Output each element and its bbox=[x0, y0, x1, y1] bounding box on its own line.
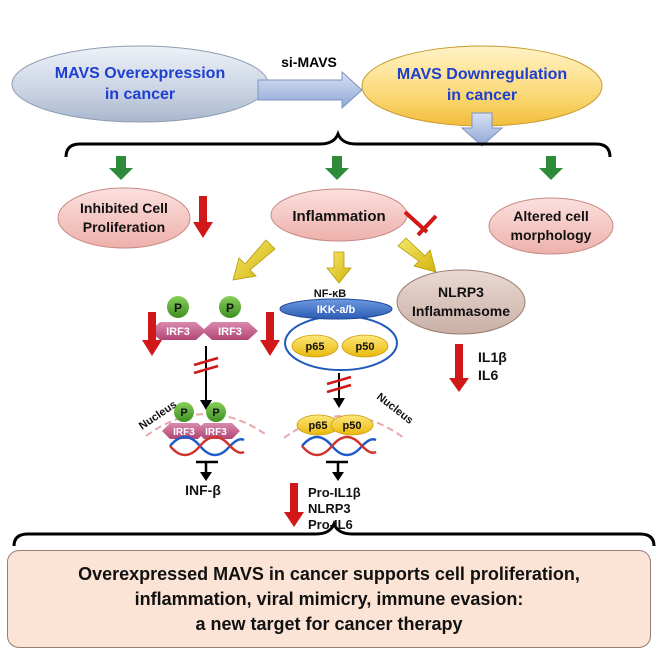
irf3-protein bbox=[162, 423, 206, 439]
phospho-circle bbox=[167, 296, 189, 318]
bottom-brace bbox=[12, 519, 656, 547]
conclusion-line-1: Overexpressed MAVS in cancer supports ce… bbox=[78, 563, 580, 584]
nlrp3-label-2: Inflammasome bbox=[412, 303, 510, 319]
si-mavs-label: si-MAVS bbox=[281, 54, 337, 70]
red-down-arrow-irf3 bbox=[142, 312, 162, 356]
irf3-block-mark bbox=[193, 356, 219, 375]
conclusion-box: Overexpressed MAVS in cancer supports ce… bbox=[7, 550, 651, 648]
green-arrows bbox=[109, 156, 563, 180]
yellow-arrows bbox=[232, 237, 437, 284]
phospho-circle bbox=[174, 402, 194, 422]
yellow-arrow-nlrp3 bbox=[397, 237, 437, 273]
nfkb-arrowhead bbox=[333, 398, 345, 408]
morphology-label-1: Altered cell bbox=[513, 208, 588, 224]
p65-label: p65 bbox=[309, 420, 328, 432]
infb-arrowhead bbox=[200, 472, 212, 481]
phospho-circle bbox=[206, 402, 226, 422]
red-down-arrow-nfkb bbox=[260, 312, 280, 356]
top-brace bbox=[64, 129, 612, 158]
ikk-complex bbox=[279, 298, 393, 320]
conclusion-line-2: inflammation, viral mimicry, immune evas… bbox=[134, 588, 524, 609]
mavs-overexpression-node bbox=[11, 45, 269, 123]
phospho-label: P bbox=[180, 407, 187, 419]
irf3-label: IRF3 bbox=[218, 326, 242, 338]
phospho-label: P bbox=[174, 301, 182, 315]
downregulation-label-2: in cancer bbox=[447, 87, 517, 104]
il1b-label: IL1β bbox=[478, 349, 507, 365]
irf3-protein bbox=[150, 322, 206, 340]
phospho-circle bbox=[219, 296, 241, 318]
ikk-label: IKK-a/b bbox=[317, 304, 356, 316]
infb-label: INF-β bbox=[185, 482, 221, 498]
irf3-protein bbox=[202, 322, 258, 340]
red-down-arrow-il bbox=[449, 344, 469, 392]
inhibited-proliferation-node bbox=[57, 187, 191, 249]
proliferation-label-1: Inhibited Cell bbox=[80, 200, 168, 216]
altered-morphology-node bbox=[488, 197, 614, 255]
yellow-arrow-nfkb bbox=[326, 251, 352, 284]
irf3-label: IRF3 bbox=[173, 427, 195, 438]
phospho-label: P bbox=[212, 407, 219, 419]
irf3-label: IRF3 bbox=[205, 427, 227, 438]
irf3-label: IRF3 bbox=[166, 326, 190, 338]
pro-il1b-label: Pro-IL1β bbox=[308, 485, 361, 500]
nucleus-membrane-left bbox=[145, 413, 269, 437]
red-down-arrow-proliferation bbox=[193, 196, 213, 238]
irf3-arrowhead bbox=[200, 400, 212, 410]
p65-label: p65 bbox=[306, 341, 325, 353]
downregulation-label-1: MAVS Downregulation bbox=[397, 66, 567, 83]
nlrp3-inflammasome-node bbox=[396, 269, 526, 335]
morphology-label-2: morphology bbox=[511, 227, 592, 243]
nfkb-block-mark bbox=[326, 375, 352, 394]
nucleus-membrane-right bbox=[283, 415, 405, 439]
dna-helix-left bbox=[169, 435, 245, 457]
overexpression-label-1: MAVS Overexpression bbox=[55, 65, 225, 82]
il6-label: IL6 bbox=[478, 367, 498, 383]
proliferation-label-2: Proliferation bbox=[83, 219, 165, 235]
nlrp3-output-label: NLRP3 bbox=[308, 501, 351, 516]
inflammation-label: Inflammation bbox=[292, 208, 385, 225]
p50-label: p50 bbox=[343, 420, 362, 432]
green-arrow-morphology bbox=[539, 156, 563, 180]
irf3-complex-cytoplasm: P P IRF3 IRF3 bbox=[150, 296, 258, 340]
downregulation-arrow bbox=[460, 112, 504, 147]
p50-subunit bbox=[341, 334, 389, 358]
p65-subunit bbox=[291, 334, 339, 358]
irf3-protein bbox=[196, 423, 240, 439]
green-arrow-proliferation bbox=[109, 156, 133, 180]
pro-outputs-arrowhead bbox=[332, 472, 344, 481]
nfkb-label: NF-κB bbox=[314, 288, 346, 300]
p50-subunit-nucleus bbox=[330, 414, 374, 436]
nucleus-label-right: Nucleus bbox=[374, 391, 415, 427]
yellow-arrow-irf3 bbox=[232, 239, 276, 281]
overexpression-label-2: in cancer bbox=[105, 86, 175, 103]
red-down-arrow-pro bbox=[284, 483, 304, 527]
nlrp3-label-1: NLRP3 bbox=[438, 284, 484, 300]
conclusion-line-3: a new target for cancer therapy bbox=[195, 613, 463, 634]
si-mavs-arrow bbox=[257, 70, 363, 110]
dna-helix-right bbox=[301, 435, 377, 457]
phospho-label: P bbox=[226, 301, 234, 315]
inhibition-symbol bbox=[403, 210, 438, 237]
green-arrow-inflammation bbox=[325, 156, 349, 180]
irf3-complex-nucleus: P P IRF3 IRF3 bbox=[162, 402, 240, 439]
p50-label: p50 bbox=[356, 341, 375, 353]
pro-il6-label: Pro-IL6 bbox=[308, 517, 353, 532]
